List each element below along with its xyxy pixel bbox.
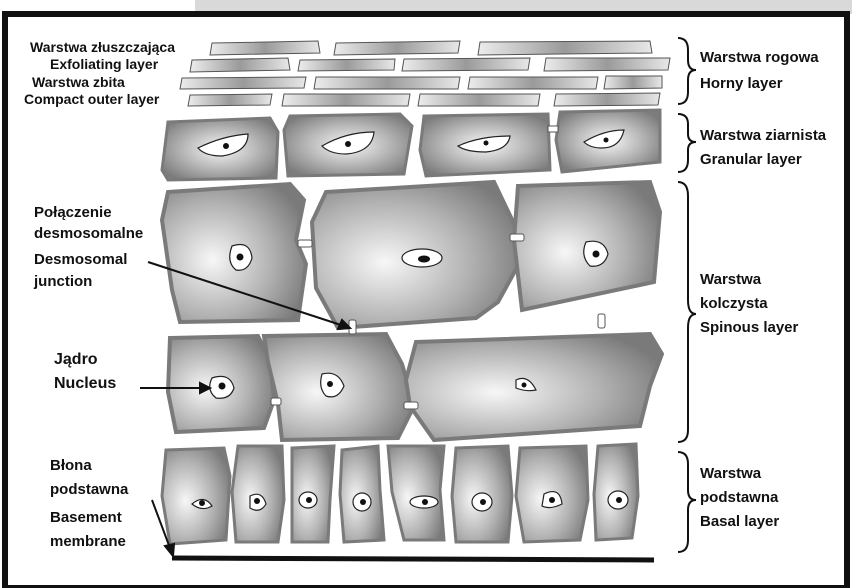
nucleus-en-label: Nucleus xyxy=(54,376,116,392)
basement-membrane-pl-label-2: podstawna xyxy=(50,482,128,497)
desmosomal-junction-pl-label-1: Połączenie xyxy=(34,205,112,220)
desmosomal-junction-pl-label-2: desmosomalne xyxy=(34,226,143,241)
granular-desmosome xyxy=(548,126,558,132)
horny-layer-pl-label: Warstwa rogowa xyxy=(700,50,819,65)
desmosomal-junction-en-label-1: Desmosomal xyxy=(34,252,127,267)
basement-membrane-en-label-2: membrane xyxy=(50,534,126,549)
nucleus-pl-label: Jądro xyxy=(54,352,98,368)
basal-layer-pl-label-1: Warstwa xyxy=(700,466,761,481)
spinous-layer-pl-label-2: kolczysta xyxy=(700,296,768,311)
spinous-layer-en-label: Spinous layer xyxy=(700,320,798,335)
horny-layer-en-label: Horny layer xyxy=(700,76,783,91)
granular-layer-en-label: Granular layer xyxy=(700,152,802,167)
basement-membrane-en-label-1: Basement xyxy=(50,510,122,525)
basal-layer-pl-label-2: podstawna xyxy=(700,490,778,505)
exfoliating-layer-pl-label: Warstwa złuszczająca xyxy=(30,40,175,54)
granular-layer-pl-label: Warstwa ziarnista xyxy=(700,128,826,143)
desmosomal-junction-en-label-2: junction xyxy=(34,274,92,289)
compact-layer-en-label: Compact outer layer xyxy=(24,92,159,106)
basement-membrane-pl-label-1: Błona xyxy=(50,458,92,473)
compact-layer-pl-label: Warstwa zbita xyxy=(32,75,125,89)
spinous-layer-pl-label-1: Warstwa xyxy=(700,272,761,287)
basement-membrane-line xyxy=(172,558,654,560)
exfoliating-layer-en-label: Exfoliating layer xyxy=(50,57,158,71)
basal-layer-en-label: Basal layer xyxy=(700,514,779,529)
